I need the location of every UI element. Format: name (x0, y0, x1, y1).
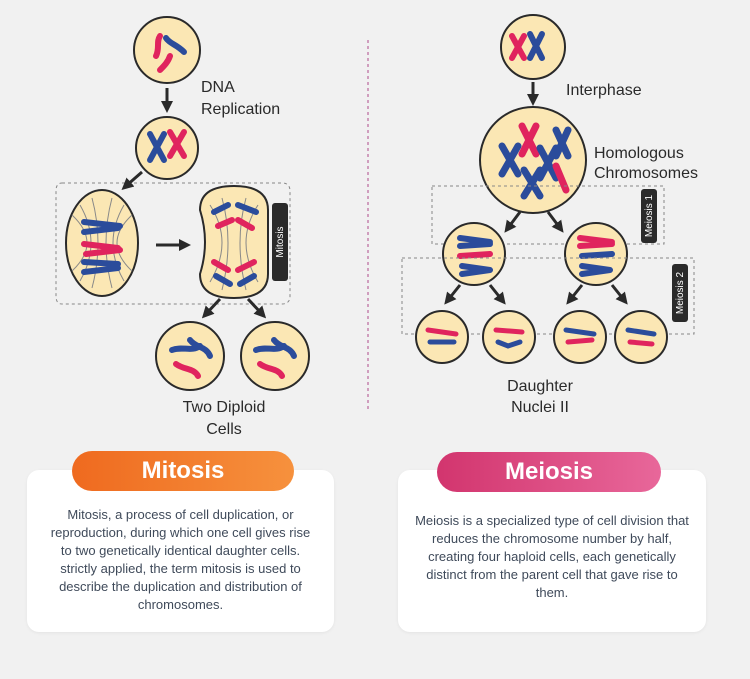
meiosis-title: Meiosis (504, 458, 594, 485)
mitosis-info-card: Mitosis, a process of cell duplication, … (27, 470, 334, 632)
meiosis2-stage-tag (672, 264, 688, 322)
meiosis-parent-cell (500, 14, 566, 80)
meiosis1-daughter-cell-1 (442, 222, 506, 286)
haploid-cell-3 (553, 310, 607, 364)
svg-text:Daughter: Daughter (507, 378, 573, 395)
mitosis-stage-tag (272, 203, 288, 281)
svg-text:Meiosis 1: Meiosis 1 (644, 194, 655, 237)
svg-text:Chromosomes: Chromosomes (594, 165, 698, 182)
dna-replication-label-line1: DNA (201, 79, 235, 96)
meiosis-title-badge: Meiosis (437, 452, 661, 492)
svg-text:Cells: Cells (206, 421, 242, 438)
meiosis-description: Meiosis is a specialized type of cell di… (415, 513, 689, 600)
mitosis-stage-tag-label: Mitosis (275, 226, 286, 257)
svg-text:Meiosis 2: Meiosis 2 (675, 271, 686, 314)
haploid-cell-4 (614, 310, 668, 364)
svg-text:Nuclei II: Nuclei II (511, 399, 569, 416)
haploid-cell-2 (482, 310, 536, 364)
cell-division-diagram: DNA Replication Mitosis (55, 14, 698, 438)
meiosis2-stage-bracket (401, 257, 695, 335)
meiosis-homologous-cell (479, 106, 587, 214)
two-diploid-label-line1: Two Diploid (183, 399, 266, 416)
mitosis-diagram: DNA Replication Mitosis (55, 16, 310, 438)
dna-replication-label-line2: Replication (201, 101, 280, 118)
svg-text:Homologous: Homologous (594, 145, 684, 162)
meiosis-info-card: Meiosis is a specialized type of cell di… (398, 470, 706, 632)
svg-text:Two Diploid: Two Diploid (183, 399, 266, 416)
meiosis2-stage-tag-label: Meiosis 2 (675, 271, 686, 314)
svg-text:Interphase: Interphase (566, 82, 642, 99)
mitosis-metaphase-cell (65, 189, 139, 297)
mitosis-description: Mitosis, a process of cell duplication, … (50, 507, 311, 612)
meiosis-diagram: Interphase Homologous Chromosomes Meiosi… (401, 14, 698, 416)
mitosis-title: Mitosis (141, 457, 225, 484)
svg-text:Replication: Replication (201, 101, 280, 118)
haploid-cell-1 (415, 310, 469, 364)
homologous-label-line2: Chromosomes (594, 165, 698, 182)
interphase-label: Interphase (566, 82, 642, 99)
homologous-label-line1: Homologous (594, 145, 684, 162)
mitosis-daughter-cell-1 (155, 321, 225, 391)
daughter-nuclei-label-line1: Daughter (507, 378, 573, 395)
svg-text:Mitosis: Mitosis (275, 226, 286, 257)
daughter-nuclei-label-line2: Nuclei II (511, 399, 569, 416)
mitosis-anaphase-cell (198, 184, 269, 300)
mitosis-title-badge: Mitosis (72, 451, 294, 491)
mitosis-daughter-cell-2 (240, 321, 310, 391)
two-diploid-label-line2: Cells (206, 421, 242, 438)
meiosis1-stage-tag-label: Meiosis 1 (644, 194, 655, 237)
mitosis-parent-cell (133, 16, 201, 84)
meiosis1-daughter-cell-2 (564, 222, 628, 286)
mitosis-replicated-cell (135, 116, 199, 180)
meiosis1-stage-tag (641, 189, 657, 243)
meiosis1-stage-bracket (431, 185, 665, 245)
svg-text:DNA: DNA (201, 79, 235, 96)
mitosis-stage-bracket (55, 182, 291, 305)
